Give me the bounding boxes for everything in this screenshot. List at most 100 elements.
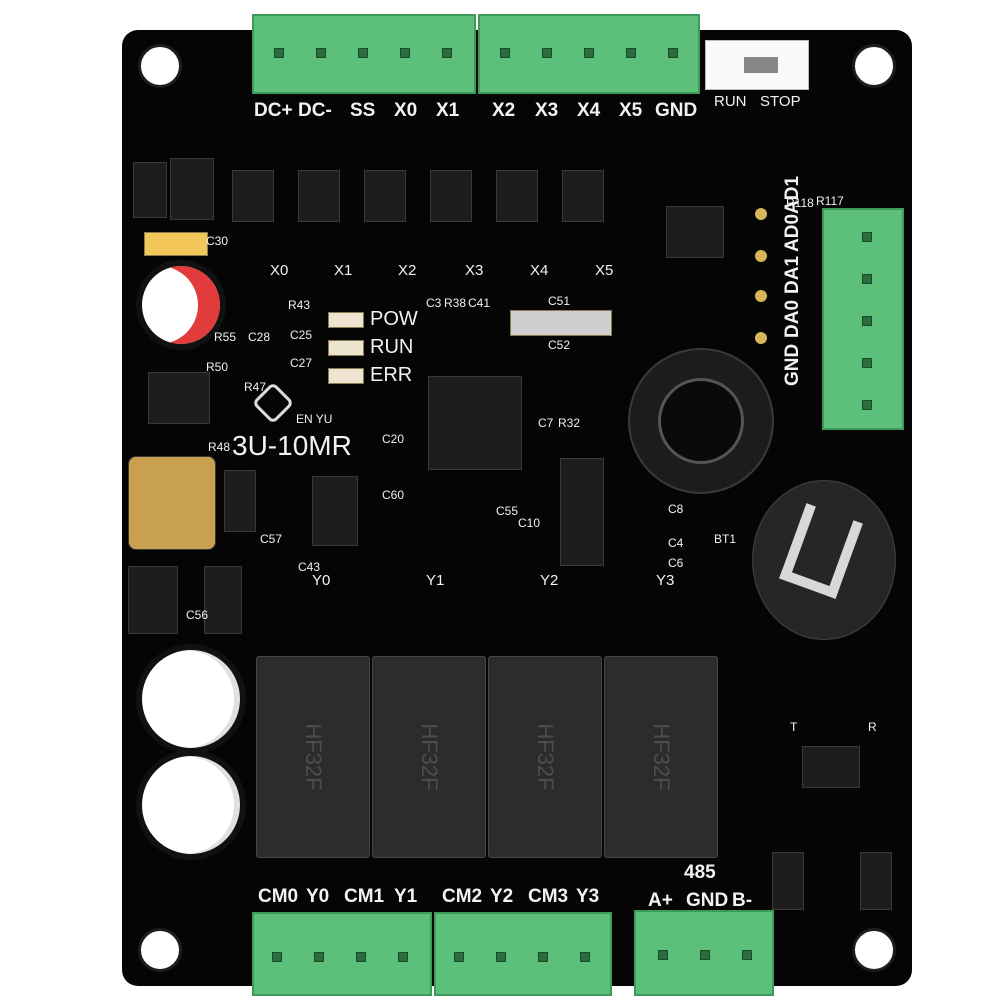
refdes-r47: R47 xyxy=(244,380,267,394)
refdes-t: T xyxy=(790,720,798,734)
diode-left-mid xyxy=(224,470,256,532)
run-stop-switch[interactable] xyxy=(705,40,809,90)
terminal-label-y2: Y2 xyxy=(490,886,514,907)
output-led-label-y1: Y1 xyxy=(426,572,445,589)
terminal-label-x3: X3 xyxy=(535,100,559,121)
relay-4-label: HF32F xyxy=(649,723,674,791)
terminal-label-x1: X1 xyxy=(436,100,460,121)
mosfet-left xyxy=(148,372,210,424)
relay-2: HF32F xyxy=(372,656,486,858)
relay-2-label: HF32F xyxy=(417,723,442,791)
refdes-c41: C41 xyxy=(468,296,491,310)
terminal-block-right xyxy=(822,208,904,430)
optocoupler-x2 xyxy=(364,170,406,222)
terminal-block-bottom-left xyxy=(252,912,432,996)
refdes-r43: R43 xyxy=(288,298,311,312)
terminal-label-dc-plus: DC+ xyxy=(254,100,293,121)
switch-label-run: RUN xyxy=(714,93,747,110)
right-label-gnd: GND xyxy=(782,343,803,386)
pad-da0 xyxy=(755,332,767,344)
output-led-label-y3: Y3 xyxy=(656,572,675,589)
refdes-c10: C10 xyxy=(518,516,541,530)
terminal-label-gnd-485: GND xyxy=(686,890,729,911)
pad-ad0 xyxy=(755,250,767,262)
pad-da1 xyxy=(755,290,767,302)
terminal-label-y3: Y3 xyxy=(576,886,600,907)
refdes-c30: C30 xyxy=(206,234,229,248)
microcontroller xyxy=(428,376,522,470)
crystal xyxy=(510,310,612,336)
refdes-r50: R50 xyxy=(206,360,229,374)
ic-right-top xyxy=(666,206,724,258)
relay-1: HF32F xyxy=(256,656,370,858)
terminal-label-dc-minus: DC- xyxy=(298,100,332,121)
led-err xyxy=(328,368,364,384)
driver-ic xyxy=(560,458,604,566)
optocoupler-x3 xyxy=(430,170,472,222)
refdes-c4: C4 xyxy=(668,536,684,550)
tvs-diode-right xyxy=(860,852,892,910)
led-label-x5: X5 xyxy=(595,262,614,279)
diode-top-left-2 xyxy=(170,158,214,220)
refdes-c25: C25 xyxy=(290,328,313,342)
right-label-da0: DA0 xyxy=(782,299,803,338)
optocoupler-x1 xyxy=(298,170,340,222)
refdes-c6: C6 xyxy=(668,556,684,570)
refdes-c60: C60 xyxy=(382,488,405,502)
board-name: 3U-10MR xyxy=(232,430,352,461)
right-label-da1: DA1 xyxy=(782,255,803,294)
refdes-c51: C51 xyxy=(548,294,571,308)
terminal-label-cm2: CM2 xyxy=(442,886,483,907)
battery-label: BT1 xyxy=(714,532,737,546)
refdes-c43: C43 xyxy=(298,560,321,574)
terminal-label-cm0: CM0 xyxy=(258,886,299,907)
diode-top-left xyxy=(133,162,167,218)
mini-din-connector[interactable] xyxy=(628,348,774,494)
terminal-label-x4: X4 xyxy=(577,100,601,121)
relay-3-label: HF32F xyxy=(533,723,558,791)
right-label-ad1: AD1 xyxy=(782,175,803,214)
terminal-label-y1: Y1 xyxy=(394,886,418,907)
optocoupler-x0 xyxy=(232,170,274,222)
status-label-run: RUN xyxy=(370,336,414,358)
terminal-block-top-right xyxy=(478,14,700,94)
terminal-label-x2: X2 xyxy=(492,100,516,121)
capacitor-round-1 xyxy=(136,644,246,754)
led-label-x1: X1 xyxy=(334,262,353,279)
refdes-r118: R118 xyxy=(786,196,814,210)
terminal-label-485: 485 xyxy=(684,862,716,883)
terminal-block-bottom-right xyxy=(634,910,774,996)
terminal-label-y0: Y0 xyxy=(306,886,330,907)
mounting-hole-bottom-right xyxy=(852,928,896,972)
led-label-x0: X0 xyxy=(270,262,289,279)
mounting-hole-bottom-left xyxy=(138,928,182,972)
led-pow xyxy=(328,312,364,328)
battery-holder xyxy=(752,480,896,640)
mounting-hole-top-left xyxy=(138,44,182,88)
led-run xyxy=(328,340,364,356)
refdes-r38: R38 xyxy=(444,296,467,310)
terminal-label-a-plus: A+ xyxy=(648,890,673,911)
capacitor-round-2 xyxy=(136,750,246,860)
mounting-hole-top-right xyxy=(852,44,896,88)
output-led-label-y2: Y2 xyxy=(540,572,559,589)
refdes-c56: C56 xyxy=(186,608,209,622)
refdes-c7: C7 xyxy=(538,416,554,430)
relay-1-label: HF32F xyxy=(301,723,326,791)
capacitor-c30 xyxy=(144,232,208,256)
refdes-r: R xyxy=(868,720,877,734)
right-label-ad0: AD0 xyxy=(782,213,803,252)
pad-ad1 xyxy=(755,208,767,220)
rs485-transceiver xyxy=(802,746,860,788)
status-label-err: ERR xyxy=(370,364,413,386)
refdes-r55: R55 xyxy=(214,330,237,344)
led-label-x4: X4 xyxy=(530,262,549,279)
power-inductor xyxy=(128,456,216,550)
terminal-label-cm1: CM1 xyxy=(344,886,385,907)
refdes-c3: C3 xyxy=(426,296,442,310)
electrolytic-capacitor xyxy=(136,260,226,350)
output-led-label-y0: Y0 xyxy=(312,572,331,589)
refdes-c52: C52 xyxy=(548,338,571,352)
terminal-block-bottom-mid xyxy=(434,912,612,996)
refdes-r32: R32 xyxy=(558,416,581,430)
